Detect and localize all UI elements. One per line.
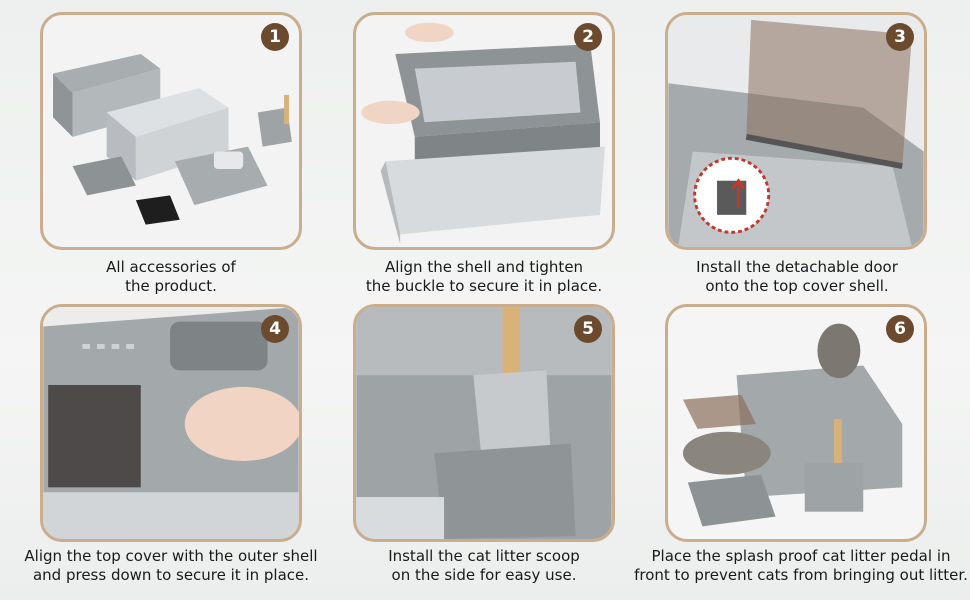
step-1-panel: 1 (40, 12, 302, 250)
step-4-panel: 4 (40, 304, 302, 542)
step-6-badge: 6 (886, 315, 914, 343)
step-6-caption: Place the splash proof cat litter pedal … (634, 547, 968, 584)
step-3-badge: 3 (886, 23, 914, 51)
door-install-illustration (668, 15, 924, 247)
step-6-panel: 6 (665, 304, 927, 542)
cats-litter-box-illustration (668, 307, 924, 539)
step-1-caption: All accessories of the product. (106, 258, 236, 295)
step-3-panel: 3 (665, 12, 927, 250)
step-5-panel: 5 (353, 304, 615, 542)
step-5-badge: 5 (574, 315, 602, 343)
step-3-caption: Install the detachable door onto the top… (696, 258, 898, 295)
step-4-badge: 4 (261, 315, 289, 343)
shell-align-illustration (361, 22, 605, 245)
step-5-caption: Install the cat litter scoop on the side… (388, 547, 580, 584)
top-cover-illustration (43, 307, 299, 539)
step-2-badge: 2 (574, 23, 602, 51)
scoop-illustration (356, 307, 612, 539)
step-1-badge: 1 (261, 23, 289, 51)
step-2-panel: 2 (353, 12, 615, 250)
step-4-caption: Align the top cover with the outer shell… (24, 547, 318, 584)
step-2-caption: Align the shell and tighten the buckle t… (365, 258, 603, 295)
accessories-illustration (53, 53, 292, 225)
